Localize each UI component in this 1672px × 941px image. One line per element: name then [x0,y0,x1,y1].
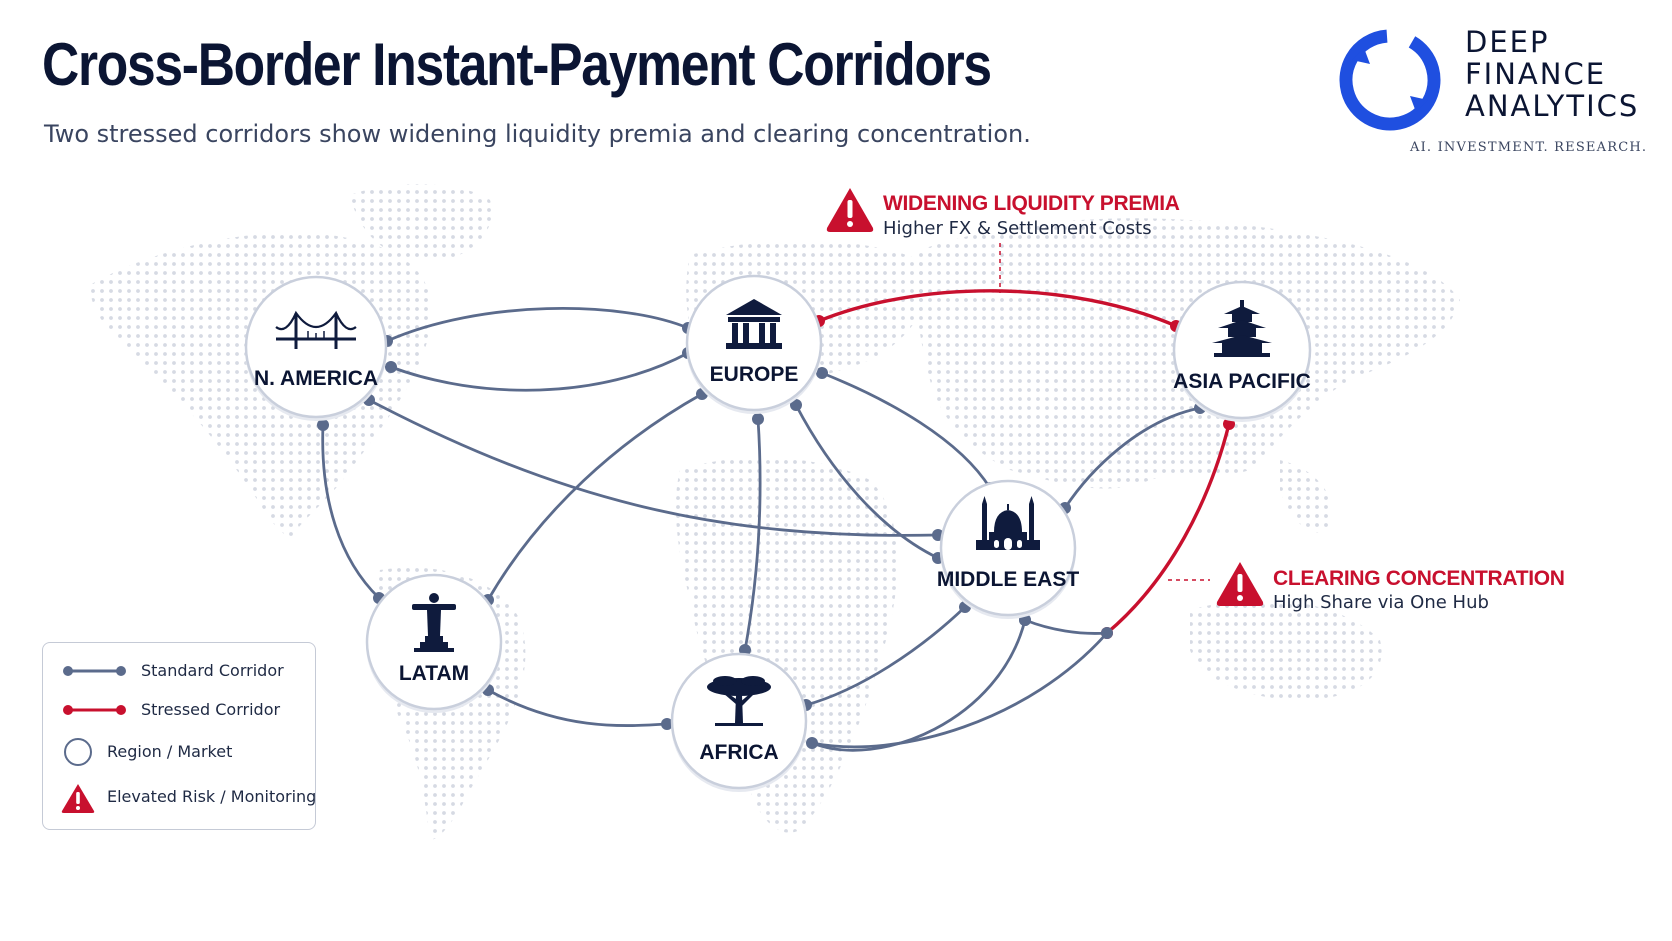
legend: Standard Corridor Stressed Corridor Regi… [42,642,316,830]
brand-logo: DEEP FINANCE ANALYTICS AI. INVESTMENT. R… [1330,20,1660,170]
corridor-line [321,424,380,600]
legend-label: Region / Market [107,742,233,761]
corridor-line [811,619,1027,752]
region-label: ASIA PACIFIC [1173,370,1311,393]
logo-word-3: ANALYTICS [1465,89,1640,123]
warning-icon [1216,562,1264,606]
corridor-endpoint [816,367,828,379]
corridor-standard-na-eu [385,347,694,392]
corridor-line [794,404,939,560]
logo-ring-icon [1339,29,1441,131]
pagoda-icon [1212,300,1272,357]
corridor-line [818,289,1177,328]
region-node-na[interactable]: N. AMERICA [244,275,388,421]
corridor-line [805,605,966,707]
clearing-annotation-title: CLEARING CONCENTRATION [1273,567,1565,590]
corridor-line [811,632,1109,749]
corridor-line [486,392,703,601]
corridor-endpoint [661,718,673,730]
corridor-endpoint [1101,627,1113,639]
warning-icon [826,188,874,232]
bank-icon [726,299,782,349]
corridor-line [1105,423,1231,635]
corridor-endpoint [317,419,329,431]
warning-icon [61,784,95,813]
legend-item-standard: Standard Corridor [43,656,315,686]
liquidity-annotation-subtitle: Higher FX & Settlement Costs [883,218,1152,239]
legend-label: Stressed Corridor [141,700,281,719]
circle-icon [64,738,92,766]
region-node-eu[interactable]: EUROPE [685,274,823,414]
standard-line-icon [63,666,126,676]
region-label: LATAM [399,662,469,685]
page-title: Cross-Border Instant-Payment Corridors [42,31,992,98]
page-subtitle: Two stressed corridors show widening liq… [44,120,1031,148]
christ-statue-icon [412,593,456,652]
clearing-annotation-subtitle: High Share via One Hub [1273,592,1489,613]
corridor-endpoint [385,361,397,373]
region-node-ap[interactable]: ASIA PACIFIC [1172,280,1312,422]
region-label: N. AMERICA [254,367,378,390]
logo-word-1: DEEP [1465,25,1550,59]
corridor-standard-eu-la [482,388,708,606]
region-node-af[interactable]: AFRICA [670,652,808,792]
corridor-line [743,418,762,651]
stressed-line-icon [63,705,126,715]
legend-label: Standard Corridor [141,661,284,680]
corridor-standard-eu-me [790,399,944,564]
legend-item-risk: Elevated Risk / Monitoring [43,782,317,813]
mosque-icon [976,496,1040,550]
corridor-endpoint [752,413,764,425]
bridge-icon [275,310,357,349]
corridor-line [390,351,689,392]
logo-tagline: AI. INVESTMENT. RESEARCH. [1410,140,1648,155]
corridor-line [1024,618,1108,635]
logo-word-2: FINANCE [1465,57,1607,91]
corridor-line [368,398,939,537]
corridor-line [821,371,992,489]
corridor-line [487,688,668,727]
corridor-links [317,289,1235,752]
legend-label: Elevated Risk / Monitoring [107,787,317,806]
region-nodes: N. AMERICA EUROPE ASIA PACIFIC [244,274,1312,792]
legend-item-region: Region / Market [43,737,315,767]
region-label: EUROPE [710,363,799,386]
liquidity-annotation-title: WIDENING LIQUIDITY PREMIA [883,192,1180,215]
corridor-line [1063,406,1201,509]
legend-item-stressed: Stressed Corridor [43,695,315,725]
region-node-me[interactable]: MIDDLE EAST [937,479,1080,619]
region-node-la[interactable]: LATAM [365,573,503,713]
region-label: AFRICA [699,741,778,764]
corridor-endpoint [790,399,802,411]
region-label: MIDDLE EAST [937,568,1080,591]
node-circle [244,275,388,419]
corridor-line [386,307,689,343]
acacia-tree-icon [707,676,771,726]
